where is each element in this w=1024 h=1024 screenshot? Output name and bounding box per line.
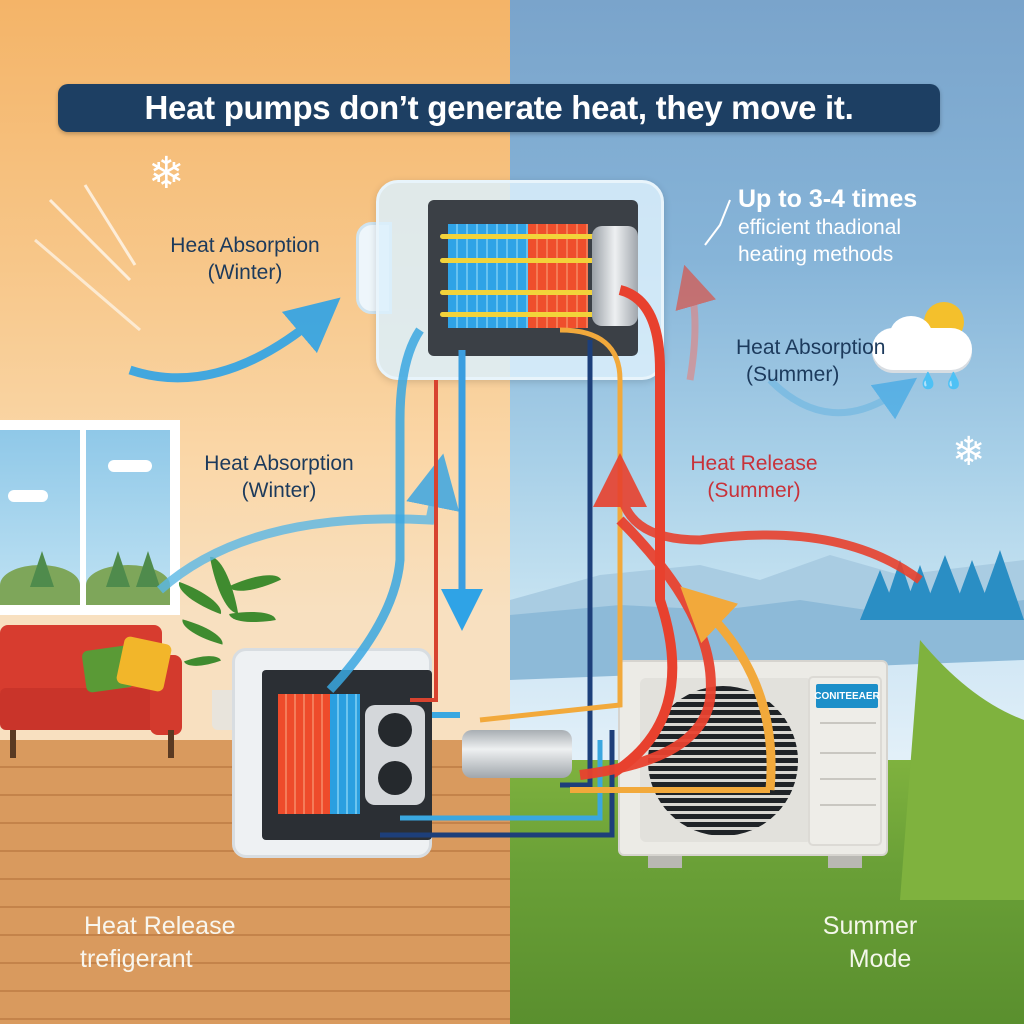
page-title: Heat pumps don’t generate heat, they mov… xyxy=(58,84,940,132)
window-pane-right xyxy=(86,430,170,605)
living-room-window xyxy=(0,420,180,615)
sofa-leg xyxy=(10,730,16,758)
snowflake-icon: ❄ xyxy=(148,149,185,198)
label-line: Heat Release xyxy=(84,912,236,940)
window-pane-left xyxy=(0,430,80,605)
label-line: Summer xyxy=(822,912,918,940)
sun-cloud-icon xyxy=(866,300,978,372)
efficiency-callout-headline: Up to 3-4 times xyxy=(738,185,918,213)
label-line: Heat Absorption xyxy=(170,234,320,257)
vent-slot xyxy=(820,778,876,780)
sofa-leg xyxy=(168,730,174,758)
vent-slot xyxy=(820,804,876,806)
fan-housing xyxy=(365,705,425,805)
efficiency-callout-line3: heating methods xyxy=(738,242,894,266)
label-line: trefigerant xyxy=(80,944,193,973)
efficiency-callout-line2: efficient thadional xyxy=(738,216,902,240)
snowflake-icon: ❄ xyxy=(952,430,986,474)
label-line: (Summer) xyxy=(707,479,801,503)
refrigerant-line xyxy=(440,258,598,263)
label-line: Heat Absorption xyxy=(204,452,354,475)
label-heat-absorption-winter-mid: Heat Absorption (Winter) xyxy=(174,450,384,505)
condenser-coil-hot xyxy=(278,694,330,814)
reservoir-cylinder xyxy=(592,226,638,326)
efficiency-callout: Up to 3-4 times efficient thadional heat… xyxy=(738,184,917,268)
label-line: Heat Release xyxy=(690,452,818,475)
vent-slot xyxy=(820,752,876,754)
vent-slot xyxy=(820,722,876,724)
compressor xyxy=(462,730,572,778)
label-line: (Winter) xyxy=(241,479,317,503)
label-heat-absorption-winter-top: Heat Absorption (Winter) xyxy=(140,232,350,287)
rain-icon: 💧💧 xyxy=(918,373,970,390)
label-heat-release-summer: Heat Release (Summer) xyxy=(672,450,836,505)
refrigerant-line xyxy=(440,312,598,317)
hot-coil xyxy=(528,224,588,328)
brand-label: CONITEEAER xyxy=(814,684,880,708)
label-line: (Summer) xyxy=(746,363,840,387)
refrigerant-line xyxy=(440,234,598,239)
refrigerant-line xyxy=(440,290,598,295)
cold-coil xyxy=(448,224,528,328)
label-line: (Winter) xyxy=(207,261,283,285)
label-summer-mode: Summer Mode xyxy=(800,910,940,975)
label-line: Mode xyxy=(848,944,912,973)
outdoor-unit-foot xyxy=(828,856,862,868)
label-line: Heat Absorption xyxy=(736,336,886,359)
label-heat-absorption-summer: Heat Absorption (Summer) xyxy=(736,334,936,389)
outdoor-unit-foot xyxy=(648,856,682,868)
label-heat-release-refrigerant: Heat Release trefigerant xyxy=(80,910,304,975)
condenser-coil-cold xyxy=(330,694,360,814)
